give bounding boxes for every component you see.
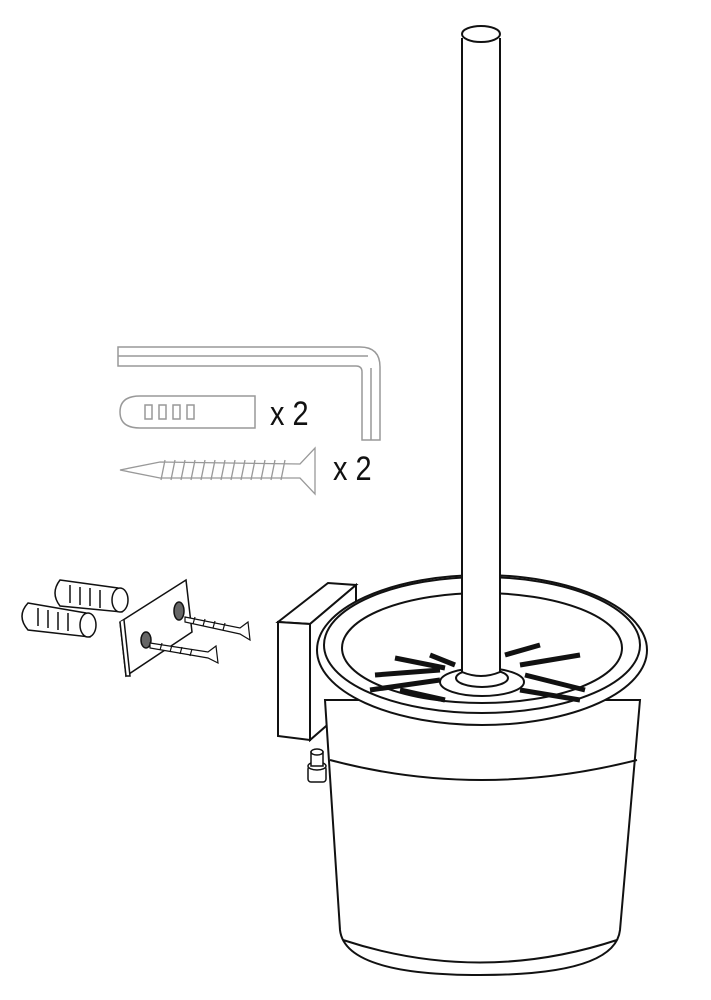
hex-key — [117, 346, 381, 441]
wall-dowel — [119, 395, 256, 429]
set-screw — [307, 748, 327, 783]
dowel-quantity-label: x 2 — [270, 395, 309, 433]
mounting-plate — [119, 578, 193, 678]
brush-handle — [461, 25, 501, 677]
dowel-pair — [21, 579, 129, 638]
wood-screw — [119, 446, 316, 496]
screw-quantity-label: x 2 — [333, 450, 372, 488]
screw-pair — [149, 616, 251, 665]
